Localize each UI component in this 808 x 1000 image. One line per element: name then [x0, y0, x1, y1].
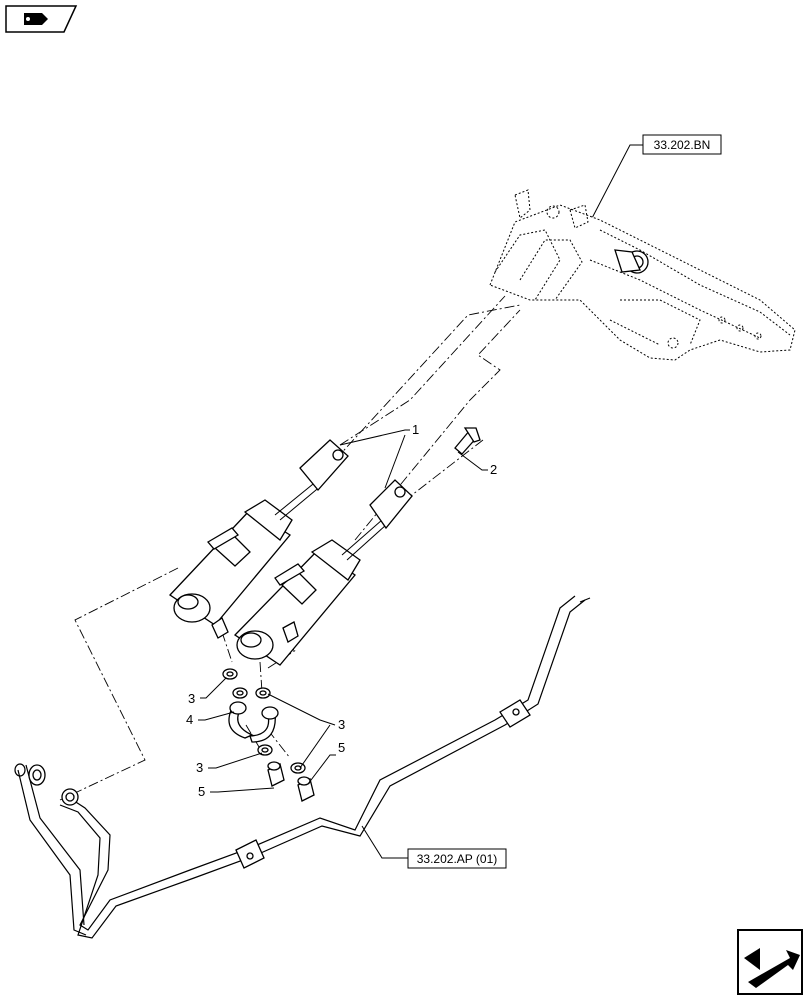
reference-label-bottom: 33.202.AP (01) [417, 852, 498, 866]
alignment-lines [59, 295, 521, 801]
callout-1: 1 [412, 422, 419, 437]
leader-line-1a [339, 429, 410, 446]
callout-5b: 5 [338, 740, 345, 755]
leader-line-bottom-ref [361, 825, 408, 859]
master-cylinder-right[interactable] [233, 479, 413, 666]
arrow-left-icon[interactable] [737, 929, 803, 995]
callout-5a: 5 [198, 784, 205, 799]
callout-3a: 3 [188, 691, 195, 706]
leader-line-3b [208, 752, 263, 769]
reference-box-top[interactable]: 33.202.BN [642, 134, 722, 155]
banjo-tube[interactable] [228, 701, 279, 743]
callout-3c: 3 [338, 717, 345, 732]
master-cylinder-left[interactable] [168, 439, 349, 639]
leader-line-5a [210, 787, 275, 793]
bolt[interactable] [454, 427, 481, 455]
brake-pipes[interactable] [14, 595, 591, 939]
leader-line-3c-a [267, 693, 336, 726]
reference-label-top: 33.202.BN [654, 138, 711, 152]
leader-line-2 [457, 451, 488, 471]
callout-4: 4 [186, 712, 193, 727]
leader-line-4 [198, 711, 235, 721]
leader-line-5b [307, 754, 336, 785]
reference-box-bottom[interactable]: 33.202.AP (01) [407, 848, 507, 869]
bleed-screws[interactable] [267, 761, 315, 802]
leader-line-1b [384, 434, 406, 489]
washer-parts[interactable] [222, 668, 306, 774]
book-tag-icon[interactable] [5, 5, 78, 33]
leader-line-3c-b [299, 724, 331, 769]
leader-line-top-ref [589, 144, 643, 223]
callout-2: 2 [490, 462, 497, 477]
leader-line-3a [200, 677, 227, 699]
callout-3b: 3 [196, 760, 203, 775]
pedal-assembly [489, 189, 796, 361]
